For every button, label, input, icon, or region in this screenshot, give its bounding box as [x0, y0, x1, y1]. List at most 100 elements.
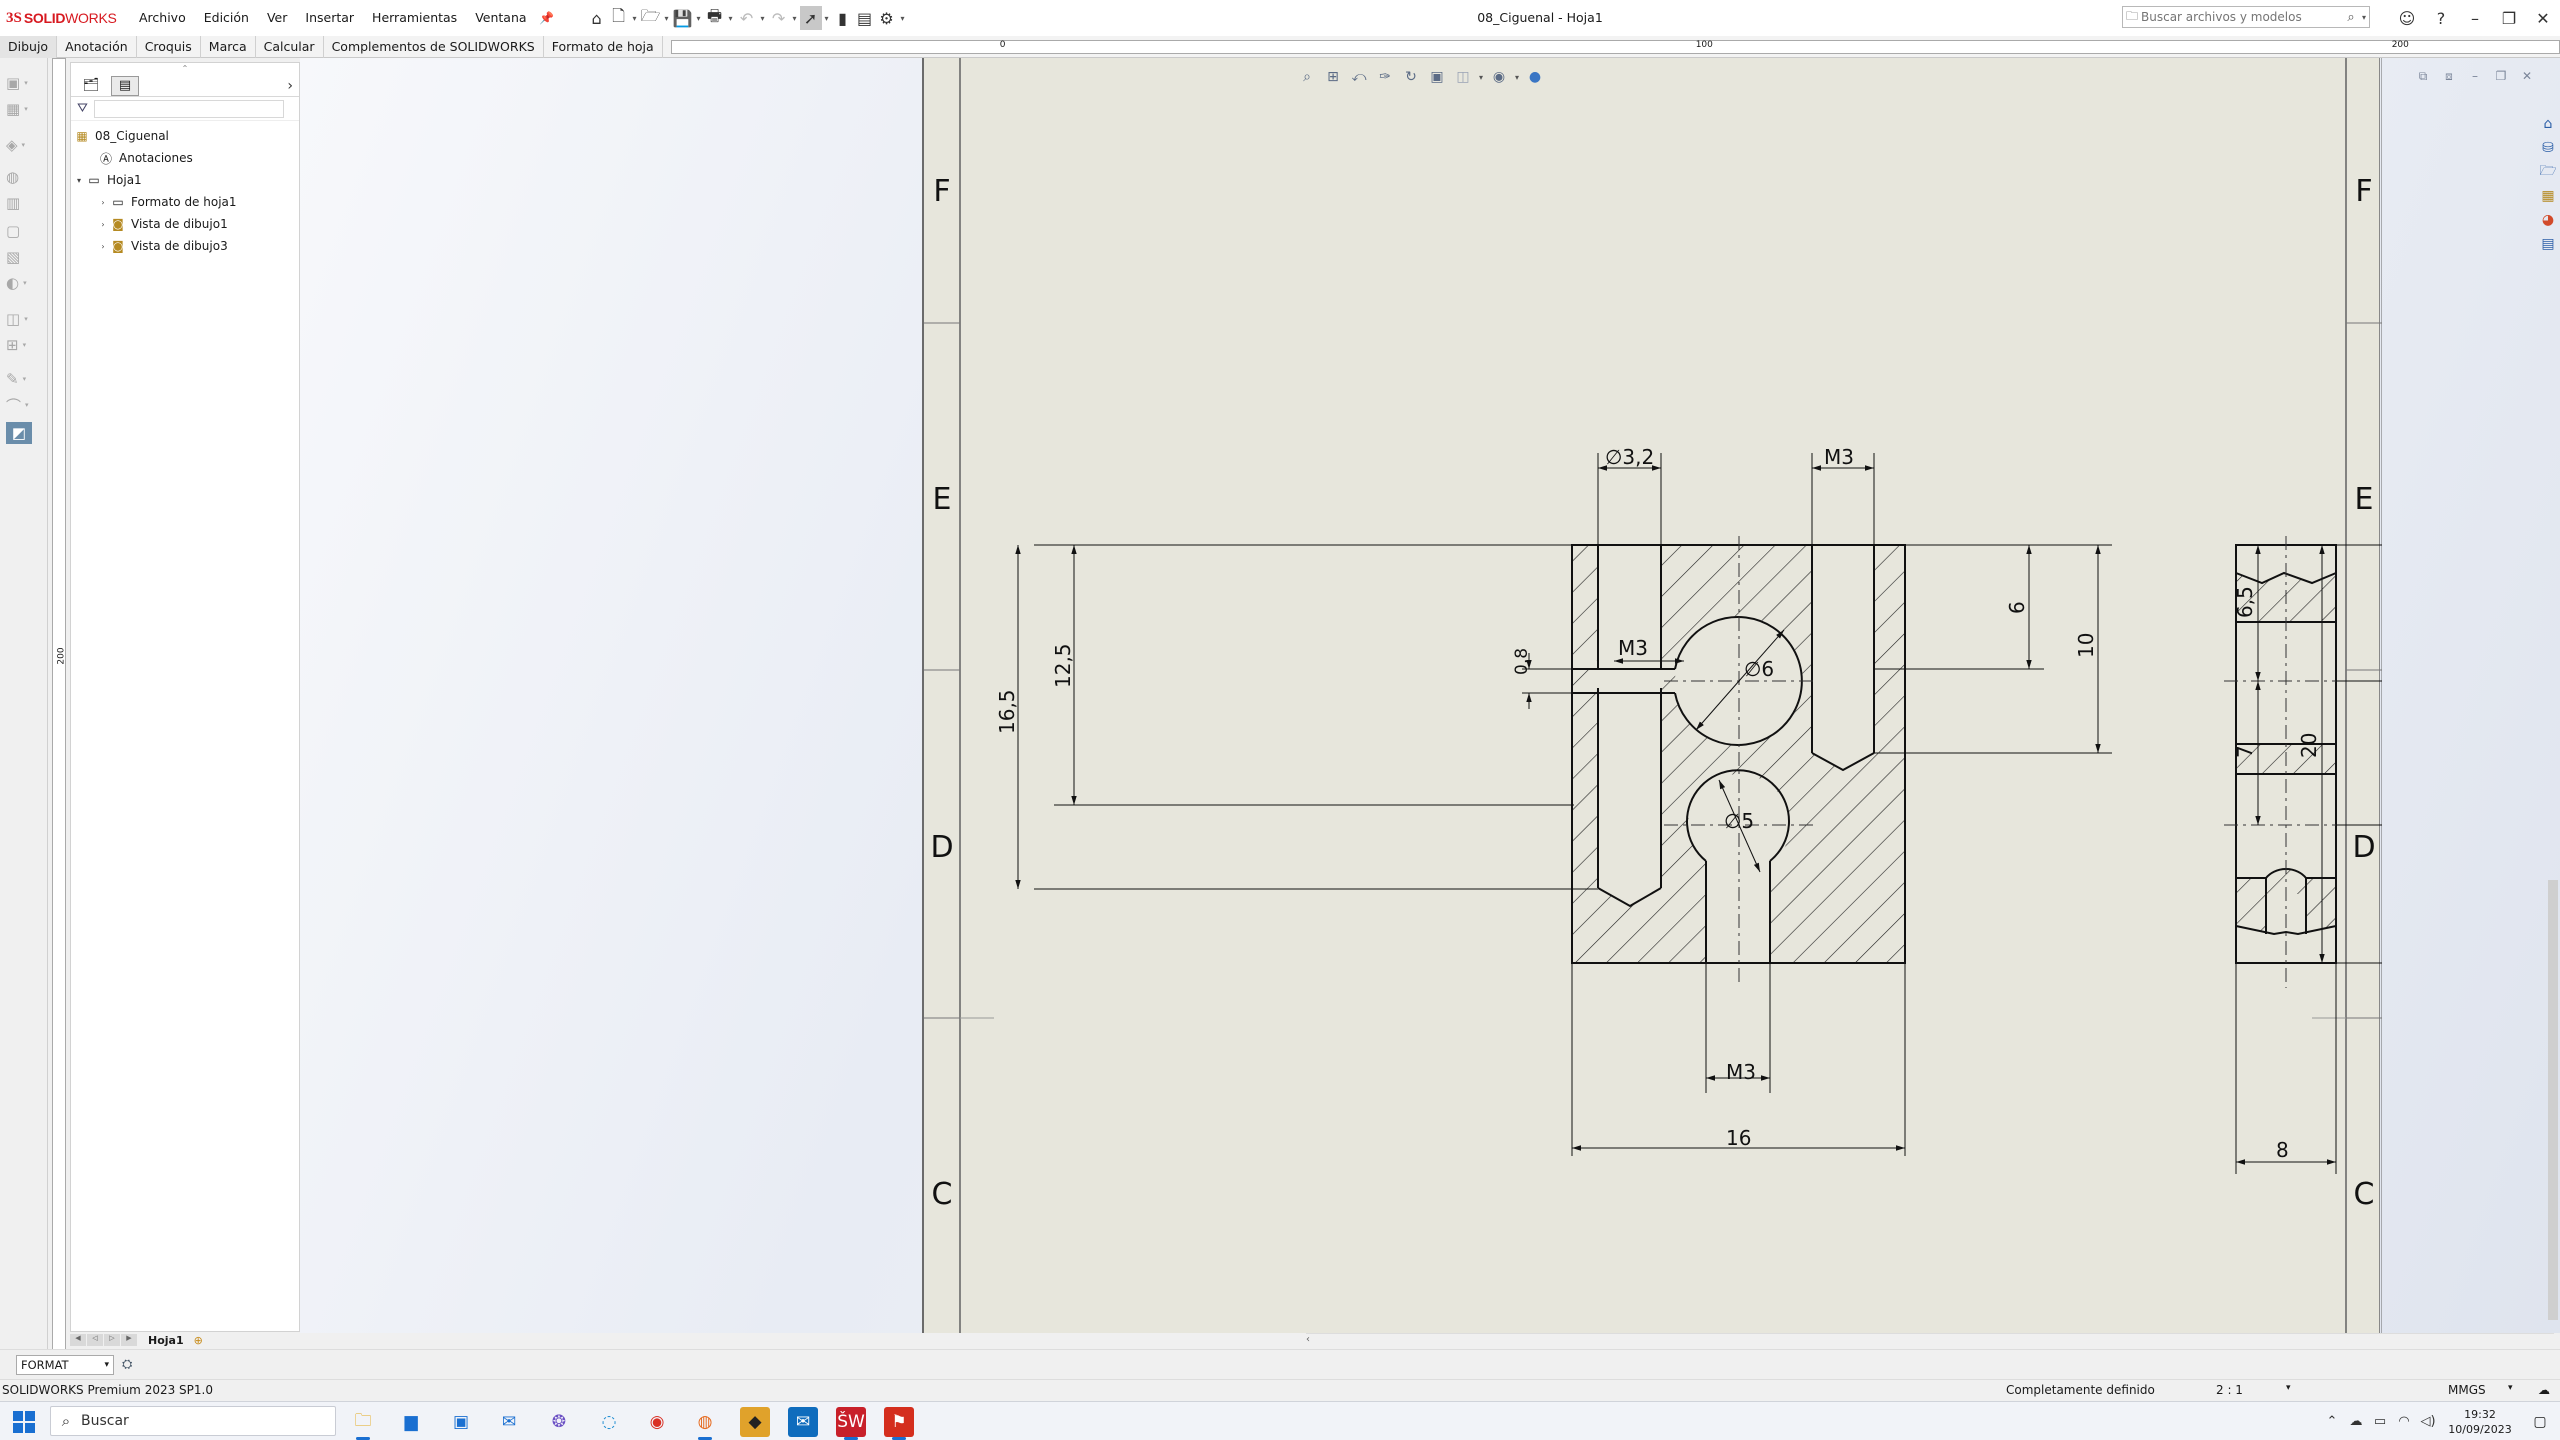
- dim-width-8[interactable]: 8: [2276, 1138, 2289, 1162]
- dynamic-annotation-icon[interactable]: ✑: [1379, 69, 1391, 85]
- panel-grip[interactable]: ⌃: [181, 64, 189, 73]
- file-explorer-icon[interactable]: 🗁: [2539, 163, 2557, 179]
- pin-icon[interactable]: 📌: [539, 11, 555, 25]
- tree-root[interactable]: ▦ 08_Ciguenal: [71, 125, 299, 147]
- select-arrow-icon[interactable]: ➚: [799, 6, 822, 30]
- status-units[interactable]: MMGS: [2448, 1383, 2486, 1397]
- search-icon[interactable]: ⌕: [2347, 9, 2355, 25]
- chevron-right-icon[interactable]: ›: [287, 77, 293, 94]
- undo-icon[interactable]: ↶: [739, 8, 754, 28]
- model-view-icon[interactable]: ▣▾: [6, 74, 28, 92]
- acrobat-app-icon[interactable]: ⚑: [884, 1407, 914, 1440]
- balloon-icon[interactable]: ⌒▾: [6, 396, 29, 415]
- section-view-icon[interactable]: ◈▾: [6, 136, 26, 154]
- menu-insertar[interactable]: Insertar: [305, 10, 355, 25]
- print-icon[interactable]: 🖶: [706, 5, 723, 25]
- dim-16-5[interactable]: 16,5: [995, 689, 1019, 734]
- tree-item-vista-de-dibujo3[interactable]: › ◙ Vista de dibujo3: [71, 235, 299, 257]
- dim-10[interactable]: 10: [2074, 633, 2098, 658]
- chevron-right-icon[interactable]: ›: [101, 197, 105, 207]
- dim-diameter-3-2[interactable]: ∅3,2: [1605, 445, 1654, 469]
- tree-item-hoja1[interactable]: ▾ ▭ Hoja1: [71, 169, 299, 191]
- viewport-restore-icon[interactable]: ❐: [2495, 69, 2507, 83]
- break-view-icon[interactable]: ▥: [6, 194, 21, 212]
- help-icon[interactable]: ?: [2436, 8, 2446, 28]
- windows-start-icon[interactable]: [10, 1408, 38, 1436]
- tab-dibujo[interactable]: Dibujo: [0, 35, 58, 58]
- add-sheet-icon[interactable]: ⊕: [193, 1333, 203, 1347]
- mail-app-icon[interactable]: ✉: [501, 1412, 517, 1432]
- vertical-scrollbar[interactable]: [2548, 880, 2558, 1320]
- chevron-down-icon[interactable]: ▾: [900, 13, 905, 23]
- tree-item-anotaciones[interactable]: Ⓐ Anotaciones: [71, 147, 299, 169]
- sketch-app-icon[interactable]: ◆: [740, 1407, 770, 1437]
- notifications-icon[interactable]: ▢: [2533, 1413, 2547, 1430]
- chevron-up-icon[interactable]: ⌃: [2326, 1414, 2338, 1429]
- tree-item-formato-de-hoja1[interactable]: › ▭ Formato de hoja1: [71, 191, 299, 213]
- rotate-view-icon[interactable]: ↻: [1405, 69, 1417, 85]
- side-section-view[interactable]: 8: [2224, 536, 2382, 1174]
- feature-tree-tab-icon[interactable]: 🗂: [82, 78, 100, 93]
- scroll-left-icon[interactable]: ‹: [1306, 1334, 1310, 1345]
- minimize-icon[interactable]: –: [2471, 8, 2479, 28]
- dimension-icon[interactable]: ◫▾: [6, 310, 28, 328]
- detail-view-icon[interactable]: ◍: [6, 168, 20, 186]
- tab-calcular[interactable]: Calcular: [256, 35, 324, 58]
- tooltip-icon[interactable]: ☁: [2538, 1383, 2550, 1397]
- dim-m3-top[interactable]: M3: [1824, 445, 1854, 469]
- search-box[interactable]: 🗀 ⌕ ▾: [2122, 6, 2370, 28]
- tab-complementos[interactable]: Complementos de SOLIDWORKS: [324, 35, 544, 58]
- traffic-light-icon[interactable]: ▮: [838, 8, 847, 28]
- gear-icon[interactable]: ⚙: [879, 8, 894, 28]
- zoom-to-fit-icon[interactable]: ⌕: [1303, 69, 1311, 85]
- cloud-icon[interactable]: ☁: [2349, 1414, 2363, 1429]
- tab-croquis[interactable]: Croquis: [137, 35, 201, 58]
- sheet-tab-hoja1[interactable]: Hoja1: [148, 1333, 184, 1347]
- crop-view-icon[interactable]: ▢: [6, 222, 21, 240]
- appearances-icon[interactable]: ◕: [2541, 212, 2555, 228]
- dim-6[interactable]: 6: [2005, 601, 2029, 614]
- dim-12-5[interactable]: 12,5: [1051, 643, 1075, 688]
- menu-archivo[interactable]: Archivo: [139, 10, 186, 25]
- section-view-icon[interactable]: ▣: [1430, 69, 1444, 85]
- dim-m3-left[interactable]: M3: [1618, 636, 1648, 660]
- chevron-down-icon[interactable]: ▾: [728, 13, 733, 23]
- chevron-right-icon[interactable]: ›: [101, 219, 105, 229]
- tab-anotacion[interactable]: Anotación: [57, 35, 137, 58]
- chevron-down-icon[interactable]: ▾: [76, 175, 81, 185]
- horizontal-scrollbar[interactable]: ‹: [1306, 1333, 2554, 1347]
- solidworks-logo[interactable]: 3S SOLIDWORKS: [0, 0, 130, 36]
- monitor-icon[interactable]: ▭: [2373, 1414, 2387, 1429]
- broken-out-icon[interactable]: ◐▾: [6, 274, 27, 292]
- chevron-down-icon[interactable]: ▾: [2286, 1383, 2291, 1393]
- projected-view-icon[interactable]: ▦▾: [6, 100, 28, 118]
- chevron-right-icon[interactable]: ›: [101, 241, 105, 251]
- drawing-sheet[interactable]: F F E E D D C C: [922, 58, 2382, 1333]
- custom-properties-icon[interactable]: ▤: [2541, 236, 2555, 252]
- solidworks-app-icon[interactable]: ŠW: [836, 1407, 866, 1440]
- user-account-icon[interactable]: ☺: [2398, 8, 2416, 28]
- menu-ventana[interactable]: Ventana: [475, 10, 527, 25]
- file-properties-icon[interactable]: ▤: [856, 8, 873, 28]
- zoom-to-area-icon[interactable]: ⊞: [1327, 69, 1339, 85]
- alternate-view-icon[interactable]: ▧: [6, 248, 21, 266]
- dim-diameter-6[interactable]: ∅6: [1744, 657, 1774, 681]
- photos-app-icon[interactable]: ▣: [452, 1412, 470, 1432]
- tab-marca[interactable]: Marca: [201, 35, 256, 58]
- redo-icon[interactable]: ↷: [771, 8, 786, 28]
- firefox-browser-icon[interactable]: ◍: [690, 1407, 720, 1440]
- smart-dimension-icon[interactable]: ⊞▾: [6, 336, 27, 354]
- home-icon[interactable]: ⌂: [2543, 116, 2553, 132]
- filter-icon[interactable]: ⛛: [77, 101, 88, 116]
- save-icon[interactable]: 💾: [672, 8, 693, 28]
- menu-herramientas[interactable]: Herramientas: [372, 10, 458, 25]
- graphics-area[interactable]: F F E E D D C C: [300, 58, 2560, 1333]
- volume-icon[interactable]: ◁): [2420, 1414, 2436, 1429]
- outlook-app-icon[interactable]: ✉: [788, 1407, 818, 1437]
- open-folder-icon[interactable]: 🗁: [640, 5, 661, 25]
- chevron-down-icon[interactable]: ▾: [1514, 72, 1519, 82]
- status-scale[interactable]: 2 : 1: [2216, 1383, 2243, 1397]
- dim-0-8[interactable]: 0,8: [1512, 648, 1532, 675]
- appearance-icon[interactable]: ●: [1528, 69, 1542, 85]
- wifi-icon[interactable]: ◠: [2398, 1414, 2410, 1429]
